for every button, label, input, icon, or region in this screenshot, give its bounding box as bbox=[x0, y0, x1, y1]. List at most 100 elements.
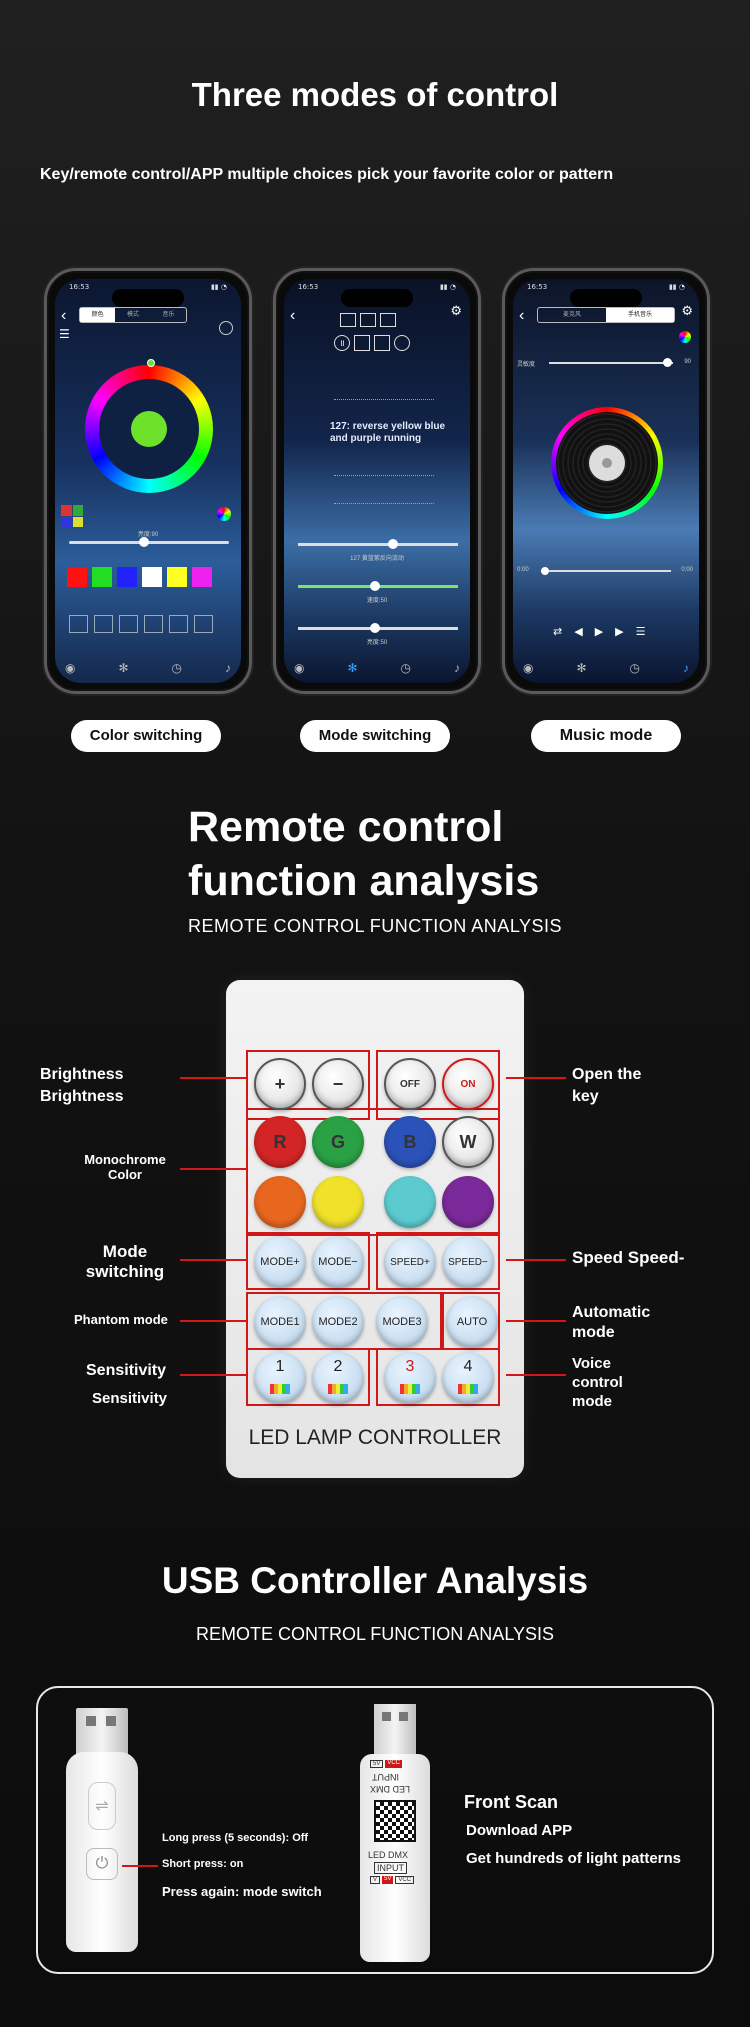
custom-slot[interactable] bbox=[169, 615, 188, 633]
mode1-button[interactable]: MODE1 bbox=[254, 1296, 306, 1348]
pause-icon[interactable]: ॥ bbox=[334, 335, 350, 351]
white-button[interactable]: W bbox=[442, 1116, 494, 1168]
orange-button[interactable] bbox=[254, 1176, 306, 1228]
mode2-button[interactable]: MODE2 bbox=[312, 1296, 364, 1348]
custom-slot[interactable] bbox=[94, 615, 113, 633]
toolbar-btn[interactable] bbox=[360, 313, 376, 327]
nav-timer-icon[interactable]: ◷ bbox=[400, 661, 411, 675]
preset-green[interactable] bbox=[92, 567, 112, 587]
qr-code[interactable] bbox=[374, 1800, 416, 1842]
leader-line bbox=[506, 1077, 566, 1079]
section2-subtitle: REMOTE CONTROL FUNCTION ANALYSIS bbox=[187, 916, 563, 936]
tab-bar: 颜色 模式 音乐 bbox=[79, 307, 187, 323]
gear-icon[interactable]: ⚙ bbox=[450, 303, 462, 318]
toolbar-btn[interactable] bbox=[354, 335, 370, 351]
custom-slot[interactable] bbox=[119, 615, 138, 633]
back-icon[interactable]: ‹ bbox=[290, 307, 296, 324]
speed-slider[interactable] bbox=[298, 581, 458, 591]
speed-plus-button[interactable]: SPEED+ bbox=[384, 1236, 436, 1288]
equalizer-icon bbox=[328, 1384, 348, 1394]
tab-mode[interactable]: 模式 bbox=[126, 312, 139, 318]
leader-line bbox=[180, 1168, 246, 1170]
mode-minus-button[interactable]: MODE− bbox=[312, 1236, 364, 1288]
nav-timer-icon[interactable]: ◷ bbox=[171, 661, 182, 675]
preset-yellow[interactable] bbox=[167, 567, 187, 587]
wheel-handle[interactable] bbox=[147, 359, 155, 367]
palette-icon[interactable] bbox=[679, 331, 691, 343]
red-button[interactable]: R bbox=[254, 1116, 306, 1168]
power-icon[interactable] bbox=[219, 321, 233, 335]
power-off-button[interactable]: OFF bbox=[384, 1058, 436, 1110]
tab-color[interactable]: 颜色 bbox=[80, 308, 116, 322]
sensitivity-slider[interactable] bbox=[549, 358, 673, 367]
nav-mode-icon[interactable]: ✻ bbox=[118, 661, 129, 675]
nav-mode-icon[interactable]: ✻ bbox=[576, 661, 587, 675]
bottom-nav: ◉ ✻ ◷ ♪ bbox=[523, 661, 689, 675]
brightness-slider[interactable] bbox=[298, 623, 458, 633]
tab-phone-music[interactable]: 手机音乐 bbox=[606, 308, 674, 322]
label-monochrome-2: Color bbox=[108, 1167, 142, 1182]
preset-red[interactable] bbox=[67, 567, 87, 587]
nav-mode-icon[interactable]: ✻ bbox=[347, 661, 358, 675]
speed-minus-button[interactable]: SPEED− bbox=[442, 1236, 494, 1288]
toolbar-btn[interactable] bbox=[340, 313, 356, 327]
mode-slider[interactable] bbox=[298, 539, 458, 549]
preset-blue[interactable] bbox=[117, 567, 137, 587]
purple-button[interactable] bbox=[442, 1176, 494, 1228]
sensitivity-2-button[interactable]: 2 bbox=[312, 1352, 364, 1404]
brightness-down-button[interactable]: − bbox=[312, 1058, 364, 1110]
cyan-button[interactable] bbox=[384, 1176, 436, 1228]
nav-color-icon[interactable]: ◉ bbox=[294, 661, 305, 675]
menu-icon[interactable]: ☰ bbox=[59, 327, 70, 341]
power-on-button[interactable]: ON bbox=[442, 1058, 494, 1110]
palette-icon[interactable] bbox=[217, 507, 231, 521]
usb-short-press: Short press: on bbox=[162, 1858, 244, 1870]
gear-icon[interactable]: ⚙ bbox=[681, 303, 693, 318]
green-button[interactable]: G bbox=[312, 1116, 364, 1168]
preset-white[interactable] bbox=[142, 567, 162, 587]
nav-color-icon[interactable]: ◉ bbox=[523, 661, 534, 675]
mode3-button[interactable]: MODE3 bbox=[376, 1296, 428, 1348]
blue-button[interactable]: B bbox=[384, 1116, 436, 1168]
preset-magenta[interactable] bbox=[192, 567, 212, 587]
color-wheel[interactable] bbox=[85, 365, 213, 493]
auto-button[interactable]: AUTO bbox=[446, 1296, 498, 1348]
nav-music-icon[interactable]: ♪ bbox=[224, 661, 231, 675]
play-icon[interactable]: ▶ bbox=[594, 626, 604, 638]
progress-slider[interactable] bbox=[541, 567, 671, 575]
toolbar-btn[interactable] bbox=[380, 313, 396, 327]
color-grid-icon[interactable] bbox=[61, 505, 83, 527]
mode-plus-button[interactable]: MODE+ bbox=[254, 1236, 306, 1288]
next-icon[interactable]: ▶ bbox=[615, 626, 624, 638]
brightness-slider[interactable] bbox=[69, 537, 229, 547]
nav-color-icon[interactable]: ◉ bbox=[65, 661, 76, 675]
nav-timer-icon[interactable]: ◷ bbox=[629, 661, 640, 675]
custom-slots bbox=[69, 615, 213, 633]
back-icon[interactable]: ‹ bbox=[61, 307, 67, 324]
brightness-up-button[interactable]: + bbox=[254, 1058, 306, 1110]
custom-slot[interactable] bbox=[69, 615, 88, 633]
label-voice-2: control bbox=[572, 1374, 623, 1391]
playlist-icon[interactable]: ☰ bbox=[635, 626, 646, 638]
nav-music-icon[interactable]: ♪ bbox=[453, 661, 460, 675]
voice-4-button[interactable]: 4 bbox=[442, 1352, 494, 1404]
bottom-nav: ◉ ✻ ◷ ♪ bbox=[65, 661, 231, 675]
leader-line bbox=[506, 1374, 566, 1376]
custom-slot[interactable] bbox=[144, 615, 163, 633]
nav-music-icon[interactable]: ♪ bbox=[682, 661, 689, 675]
voice-3-button[interactable]: 3 bbox=[384, 1352, 436, 1404]
phone-color-switching: 16:53▮▮ ◔ ‹ 颜色 模式 音乐 ☰ 亮度:90 bbox=[44, 268, 252, 694]
equalizer-icon bbox=[270, 1384, 290, 1394]
tab-microphone[interactable]: 麦克风 bbox=[562, 312, 581, 318]
repeat-icon[interactable]: ⇄ bbox=[553, 626, 563, 638]
custom-slot[interactable] bbox=[194, 615, 213, 633]
sensitivity-1-button[interactable]: 1 bbox=[254, 1352, 306, 1404]
tab-music[interactable]: 音乐 bbox=[162, 312, 175, 318]
toolbar-btn[interactable] bbox=[374, 335, 390, 351]
usb-power-button[interactable]: ⏻ bbox=[86, 1848, 118, 1880]
target-icon[interactable] bbox=[394, 335, 410, 351]
prev-icon[interactable]: ◀ bbox=[574, 626, 583, 638]
back-icon[interactable]: ‹ bbox=[519, 307, 525, 324]
yellow-button[interactable] bbox=[312, 1176, 364, 1228]
usb-pin-labels-top: 5V VCC bbox=[370, 1760, 403, 1768]
